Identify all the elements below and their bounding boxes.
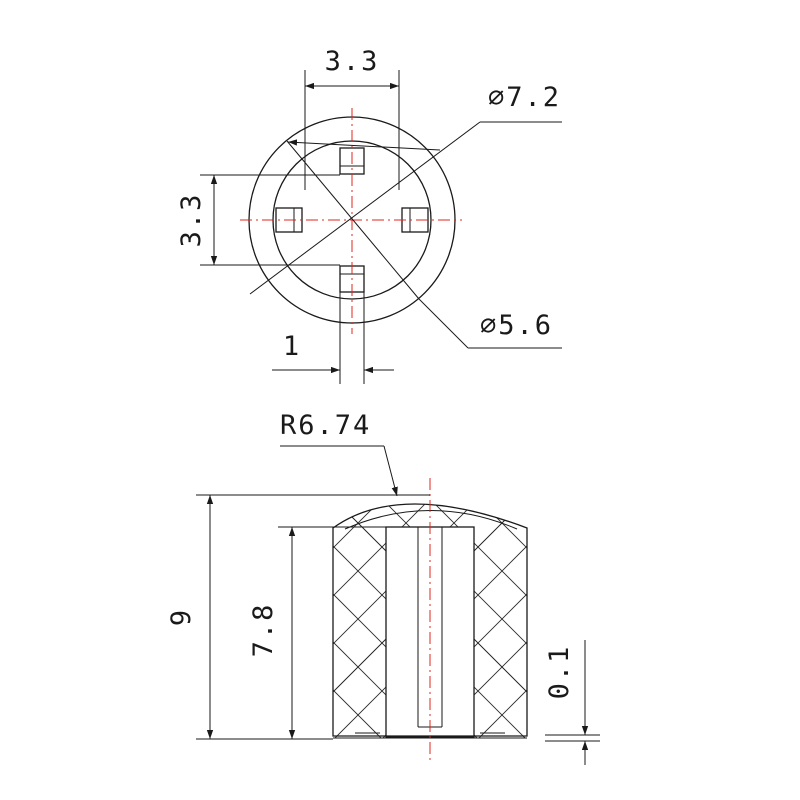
dim-outer-dia-label: ⌀7.2 [488,82,561,113]
body-outline [332,503,528,737]
dim-bore-height: 7.8 [248,526,386,739]
side-view: R6.74 9 7.8 0.1 [166,410,600,765]
dim-total-height: 9 [166,494,430,740]
top-view: 3.3 3.3 1 ⌀7.2 ⌀5.6 [176,46,562,384]
dim-width: 3.3 [304,46,400,190]
dim-clearance: 0.1 [544,640,600,765]
dim-bore-height-label: 7.8 [248,603,279,658]
dim-radius-label: R6.74 [280,410,371,441]
dim-height: 3.3 [176,174,340,266]
dim-slot-label: 1 [283,331,301,362]
dim-width-label: 3.3 [325,46,380,77]
leader-outer-dia [287,139,441,151]
dim-radius: R6.74 [280,410,398,497]
dim-height-label: 3.3 [176,193,207,248]
dim-total-height-label: 9 [166,608,197,626]
dim-inner-dia-label: ⌀5.6 [480,310,553,341]
dim-slot: 1 [272,280,394,384]
dim-clearance-label: 0.1 [544,645,575,700]
